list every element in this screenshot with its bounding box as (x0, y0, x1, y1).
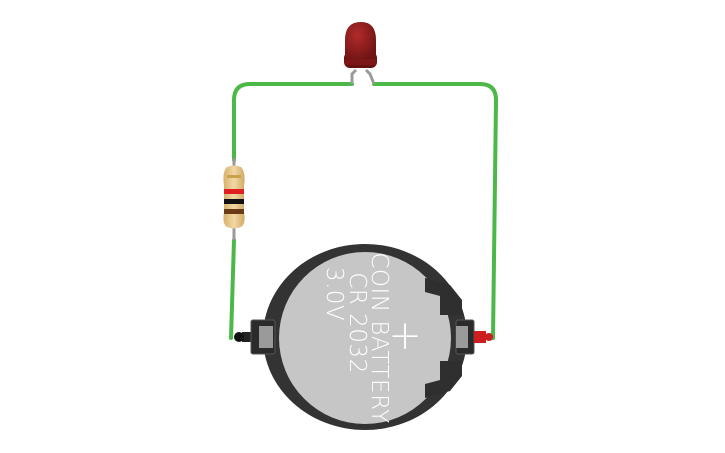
wire-left[interactable] (229, 82, 354, 340)
battery-label-line3: 3.0V (321, 267, 347, 321)
led[interactable] (344, 22, 377, 85)
resistor-band-2 (224, 199, 244, 204)
wire-right[interactable] (372, 82, 499, 340)
coin-cell (279, 252, 451, 424)
resistor-band-4 (227, 175, 241, 178)
resistor[interactable] (223, 158, 245, 240)
battery-label-line1: COIN BATTERY (366, 252, 392, 423)
resistor-band-1 (224, 189, 244, 194)
battery-holder[interactable] (234, 244, 493, 430)
resistor-band-3 (224, 209, 244, 214)
polarity-plus-symbol: + (388, 313, 422, 359)
battery-label-line2: CR 2032 (344, 272, 370, 373)
